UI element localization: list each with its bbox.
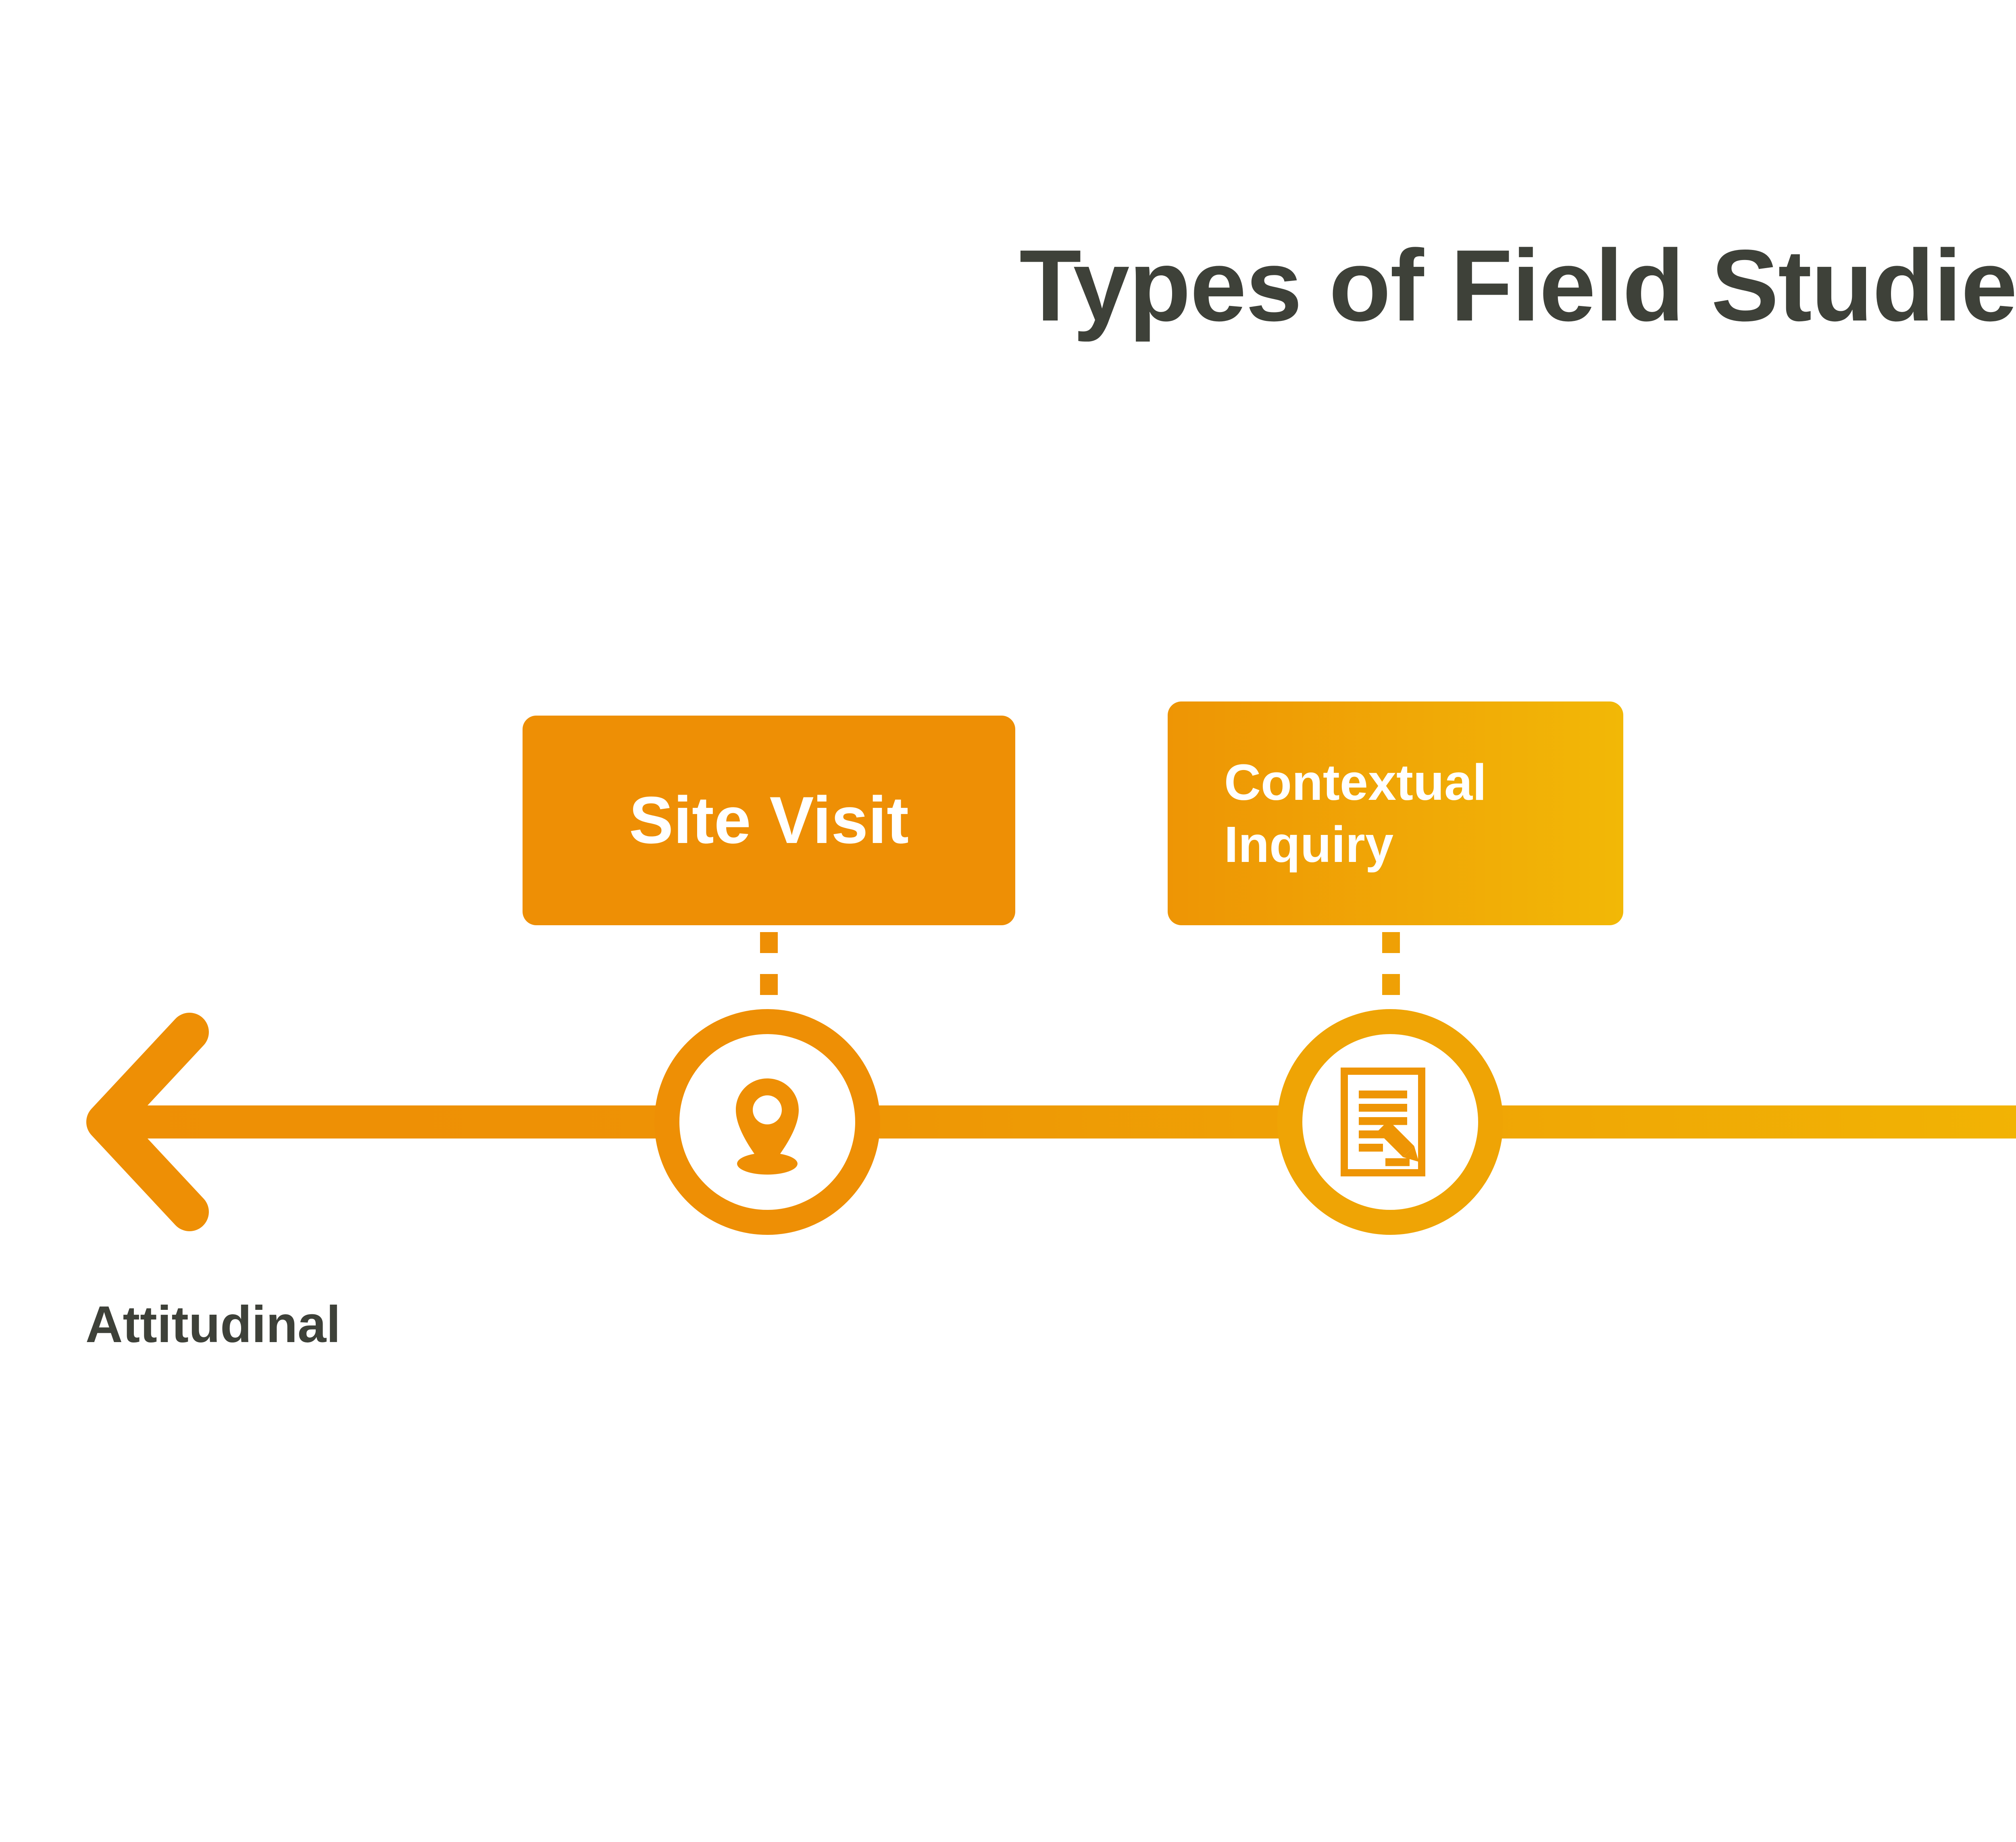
axis-label-left: Attitudinal xyxy=(85,1296,341,1353)
node-label-line: Site Visit xyxy=(629,783,909,858)
connector-site-visit xyxy=(760,932,778,1016)
node-circle-contextual-inquiry[interactable] xyxy=(1277,1009,1503,1235)
node-label-line: Contextual xyxy=(1224,753,1487,811)
map-pin-icon xyxy=(736,1078,799,1175)
node-label-contextual-inquiry[interactable]: Contextual Inquiry xyxy=(1168,701,1623,925)
axis-line xyxy=(105,1105,2016,1139)
arrow-left-icon xyxy=(86,1013,209,1231)
connector-dash xyxy=(1382,932,1400,953)
connector-dash xyxy=(760,974,778,995)
connector-dash xyxy=(760,932,778,953)
node-label-site-visit[interactable]: Site Visit xyxy=(523,716,1015,925)
connector-dash xyxy=(1382,974,1400,995)
node-label-line: Inquiry xyxy=(1224,816,1394,873)
connector-contextual-inquiry xyxy=(1382,932,1400,1016)
document-pencil-icon xyxy=(1341,1068,1425,1176)
page-title: Types of Field Studies xyxy=(1019,229,2016,342)
node-circle-site-visit[interactable] xyxy=(654,1009,880,1235)
